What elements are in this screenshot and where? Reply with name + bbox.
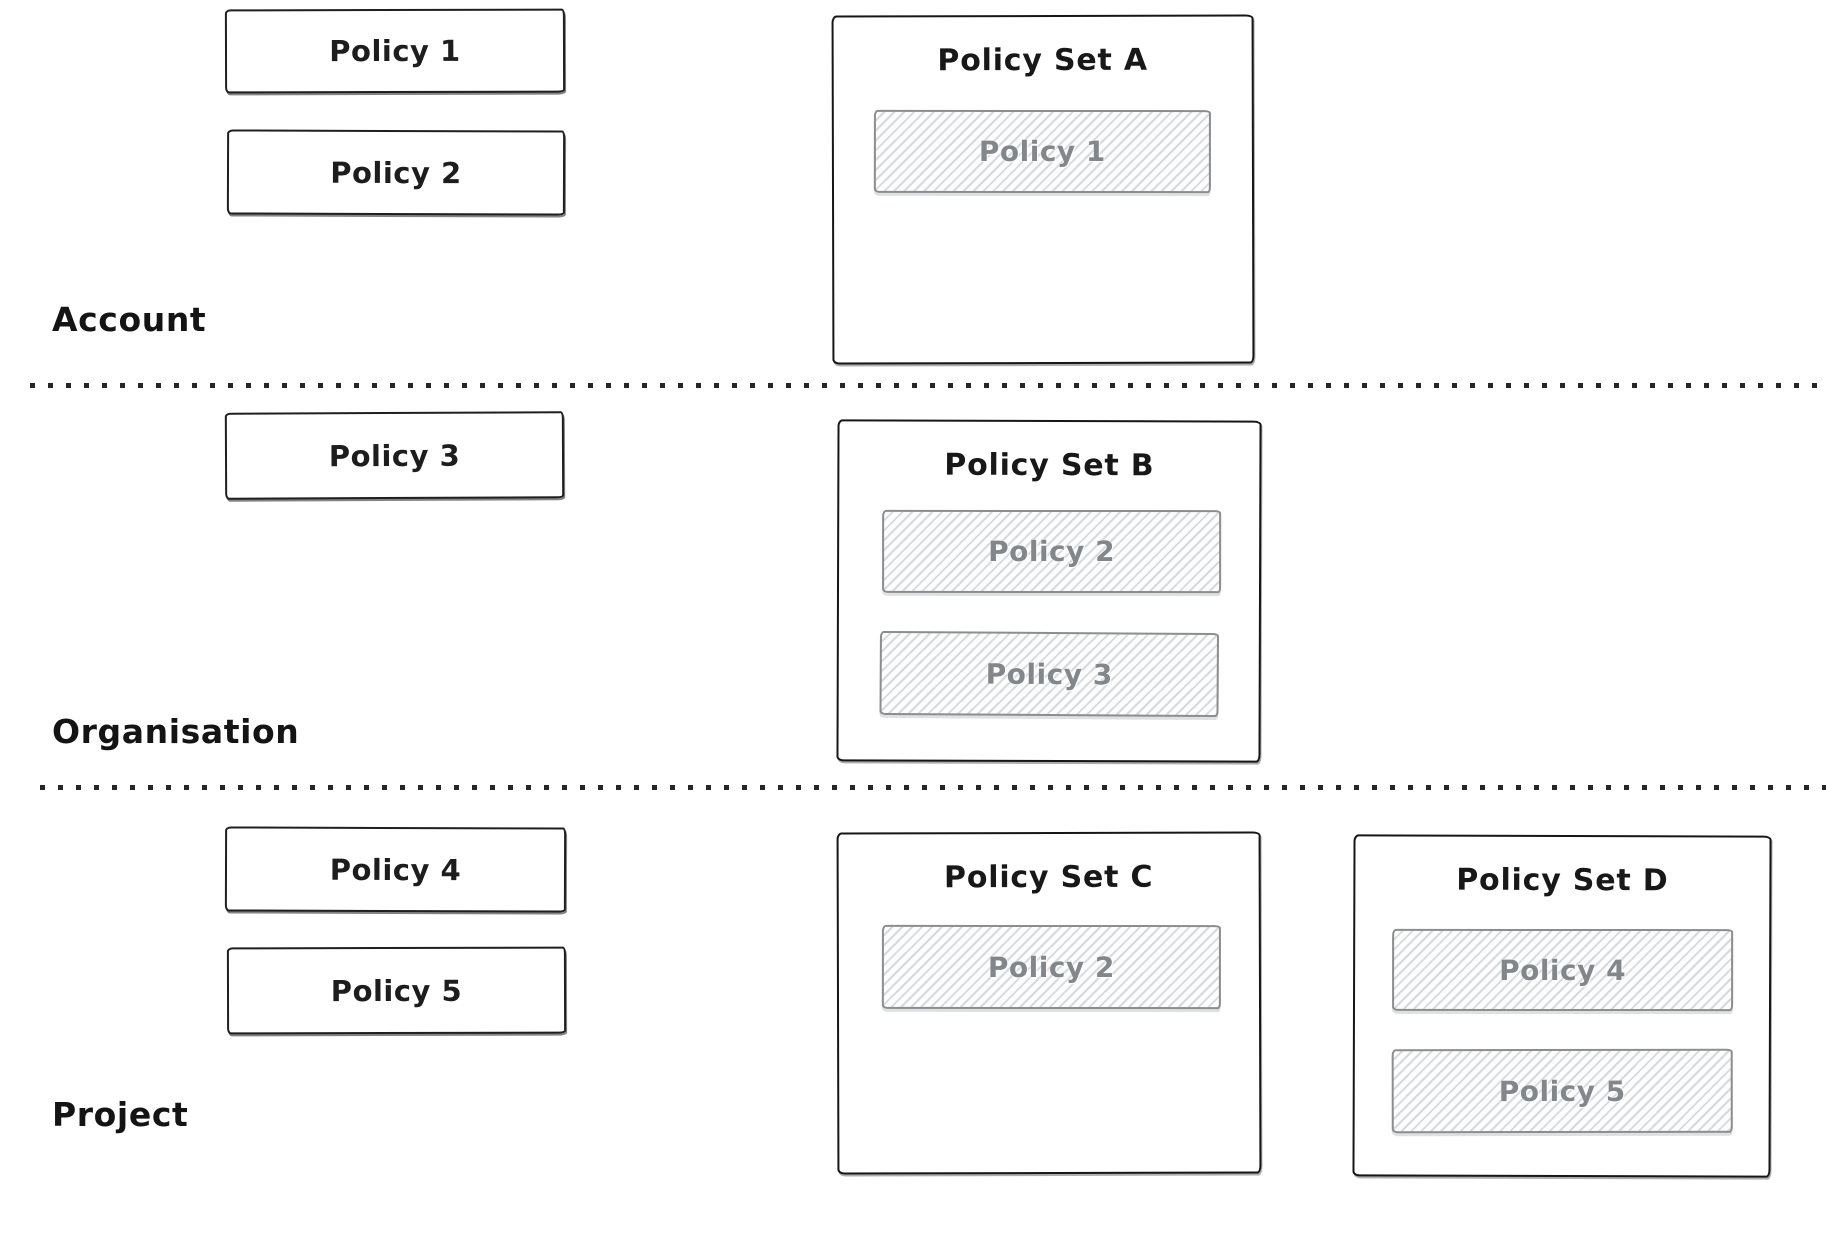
policy-label: Policy 2 (988, 534, 1116, 569)
policy-set-b: Policy Set B Policy 2 Policy 3 (836, 419, 1262, 763)
policy-label: Policy 2 (987, 950, 1115, 984)
policy-box-organisation-3: Policy 3 (224, 411, 565, 500)
policy-label: Policy 3 (328, 438, 461, 473)
dotted-divider (30, 383, 1826, 388)
policy-set-title: Policy Set A (937, 42, 1148, 79)
policy-set-title: Policy Set D (1456, 862, 1669, 899)
policy-label: Policy 5 (330, 973, 463, 1008)
policy-label: Policy 5 (1498, 1074, 1626, 1108)
attached-policy-box: Policy 2 (882, 509, 1222, 594)
policy-label: Policy 1 (329, 33, 461, 69)
attached-policy-box: Policy 4 (1392, 928, 1734, 1012)
section-label-organisation: Organisation (52, 712, 300, 751)
policy-set-c: Policy Set C Policy 2 (836, 831, 1262, 1175)
policy-set-a: Policy Set A Policy 1 (831, 14, 1255, 365)
policy-box-project-4: Policy 4 (224, 826, 567, 913)
policy-set-title: Policy Set C (943, 859, 1154, 896)
policy-label: Policy 4 (1499, 953, 1627, 987)
policy-label: Policy 3 (985, 657, 1113, 691)
policy-label: Policy 4 (329, 852, 462, 887)
attached-policy-box: Policy 1 (873, 109, 1211, 194)
attached-policy-box: Policy 5 (1391, 1048, 1733, 1134)
section-label-account: Account (52, 300, 207, 339)
attached-policy-box: Policy 3 (879, 630, 1219, 718)
section-label-project: Project (52, 1095, 189, 1134)
dotted-divider (40, 785, 1826, 790)
policy-set-title: Policy Set B (944, 447, 1155, 484)
attached-policy-box: Policy 2 (881, 924, 1221, 1010)
policy-label: Policy 1 (978, 134, 1106, 169)
policy-label: Policy 2 (330, 155, 462, 190)
policy-box-account-1: Policy 1 (224, 8, 566, 94)
policy-box-account-2: Policy 2 (226, 129, 566, 216)
policy-set-d: Policy Set D Policy 4 Policy 5 (1352, 834, 1772, 1178)
policy-box-project-5: Policy 5 (226, 946, 567, 1035)
